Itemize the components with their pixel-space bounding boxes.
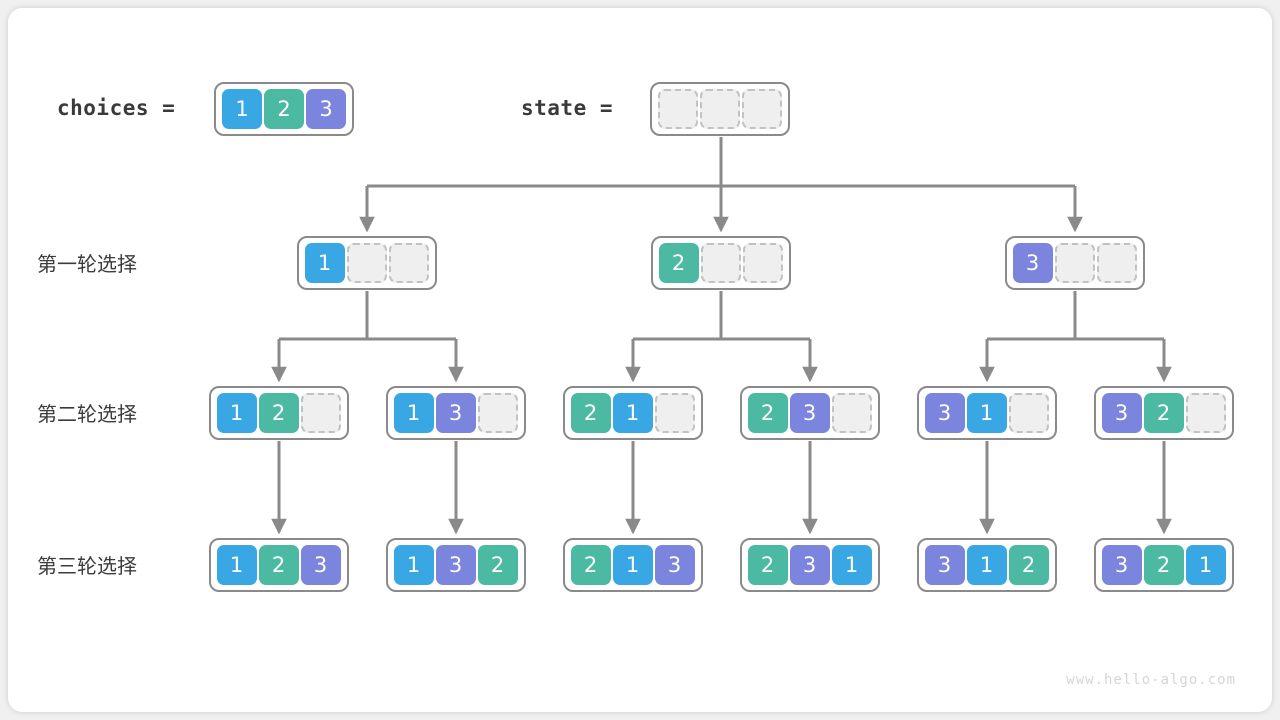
array-cell-value: 2 xyxy=(1008,545,1049,585)
array-cell-value: 1 xyxy=(966,545,1007,585)
choices-label: choices = xyxy=(57,96,176,120)
array-cell-value: 1 xyxy=(612,393,653,433)
array-cell-value: 3 xyxy=(435,545,476,585)
array-cell-empty xyxy=(477,393,518,433)
array-cell-value: 3 xyxy=(306,89,346,129)
array-cell-value: 1 xyxy=(393,545,434,585)
array-cell-value: 2 xyxy=(1143,393,1184,433)
array-cell-value: 2 xyxy=(747,393,788,433)
state-node-row1: 3 xyxy=(1004,236,1145,290)
array-cell-value: 3 xyxy=(1101,545,1142,585)
diagram-card xyxy=(8,8,1272,712)
array-cell-value: 1 xyxy=(831,545,872,585)
array-cell-value: 2 xyxy=(747,545,788,585)
array-cell-value: 3 xyxy=(924,393,965,433)
array-cell-empty xyxy=(1185,393,1226,433)
array-cell-value: 1 xyxy=(1185,545,1226,585)
array-cell-value: 1 xyxy=(222,89,262,129)
array-cell-value: 3 xyxy=(300,545,341,585)
array-cell-value: 1 xyxy=(966,393,1007,433)
array-cell-empty xyxy=(1008,393,1049,433)
array-cell-value: 2 xyxy=(258,393,299,433)
state-array xyxy=(650,82,790,136)
array-cell-empty xyxy=(654,393,695,433)
array-cell-value: 3 xyxy=(1012,243,1053,283)
row-label-3: 第三轮选择 xyxy=(37,554,137,578)
array-cell-value: 1 xyxy=(304,243,345,283)
array-cell-value: 2 xyxy=(477,545,518,585)
array-cell-empty xyxy=(831,393,872,433)
array-cell-empty xyxy=(700,243,741,283)
state-node-row1: 2 xyxy=(650,236,791,290)
array-cell-value: 3 xyxy=(1101,393,1142,433)
array-cell-empty xyxy=(658,89,698,129)
watermark: www.hello-algo.com xyxy=(1066,672,1236,688)
array-cell-empty xyxy=(388,243,429,283)
array-cell-value: 2 xyxy=(658,243,699,283)
array-cell-empty xyxy=(742,89,782,129)
array-cell-value: 3 xyxy=(789,393,830,433)
array-cell-value: 3 xyxy=(435,393,476,433)
array-cell-empty xyxy=(742,243,783,283)
array-cell-empty xyxy=(1096,243,1137,283)
array-cell-value: 1 xyxy=(216,545,257,585)
array-cell-value: 2 xyxy=(264,89,304,129)
array-cell-value: 3 xyxy=(654,545,695,585)
row-label-1: 第一轮选择 xyxy=(37,252,137,276)
array-cell-empty xyxy=(346,243,387,283)
array-cell-value: 1 xyxy=(393,393,434,433)
array-cell-value: 2 xyxy=(570,393,611,433)
array-cell-value: 3 xyxy=(924,545,965,585)
state-label: state = xyxy=(521,96,614,120)
array-cell-value: 2 xyxy=(570,545,611,585)
state-node-row1: 1 xyxy=(296,236,437,290)
array-cell-value: 1 xyxy=(216,393,257,433)
array-cell-empty xyxy=(700,89,740,129)
array-cell-value: 3 xyxy=(789,545,830,585)
array-cell-empty xyxy=(1054,243,1095,283)
row-label-2: 第二轮选择 xyxy=(37,402,137,426)
array-cell-value: 2 xyxy=(1143,545,1184,585)
array-cell-value: 2 xyxy=(258,545,299,585)
array-cell-empty xyxy=(300,393,341,433)
array-cell-value: 1 xyxy=(612,545,653,585)
